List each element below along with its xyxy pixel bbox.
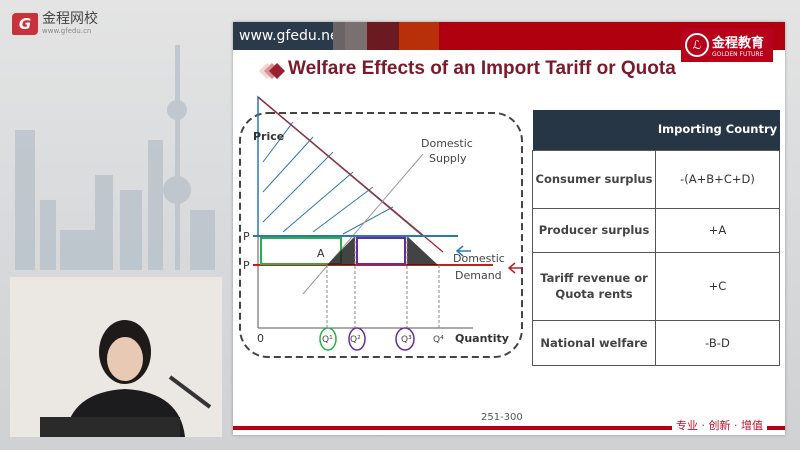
slogan: 专业 · 创新 · 增值 xyxy=(672,417,767,433)
demand-label-line2: Demand xyxy=(455,269,502,282)
row-value: +C xyxy=(655,251,780,321)
supply-label-line1: Domestic xyxy=(421,137,473,150)
row-value: +A xyxy=(655,207,780,253)
presenter-image xyxy=(10,277,222,437)
origin-label: 0 xyxy=(257,332,264,345)
tariff-diagram: Price Quantity 0 Domestic Supply Domesti… xyxy=(239,95,523,358)
area-b-triangle xyxy=(327,236,355,265)
x-axis-label: Quantity xyxy=(455,332,509,345)
area-a-label: A xyxy=(317,247,325,260)
supply-label-line2: Supply xyxy=(429,152,467,165)
webcam-video xyxy=(10,277,222,437)
q4-label: Q⁴ xyxy=(433,335,444,345)
q1-label: Q¹ xyxy=(322,335,333,345)
table-header-blank xyxy=(532,110,656,150)
gf-logo-icon: G xyxy=(12,12,38,35)
world-price-label: P xyxy=(243,259,250,272)
area-c-purple xyxy=(356,237,406,265)
lecture-slide: www.gfedu.net ℒ 金程教育 GOLDEN FUTURE Welfa… xyxy=(233,22,785,435)
brand-en: GOLDEN FUTURE xyxy=(712,51,764,58)
blue-arrow-annotation xyxy=(455,245,471,257)
slide-title: Welfare Effects of an Import Tariff or Q… xyxy=(288,58,676,79)
row-value: -B-D xyxy=(655,319,780,366)
table-row: Producer surplus+A xyxy=(532,207,780,253)
row-label: Producer surplus xyxy=(532,207,656,253)
table-row: Tariff revenue or Quota rents+C xyxy=(532,251,780,321)
tariff-price-label: P xyxy=(243,230,250,243)
table-row: National welfare-B-D xyxy=(532,319,780,366)
row-label: Tariff revenue or Quota rents xyxy=(532,251,656,321)
page-range: 251-300 xyxy=(481,412,523,423)
row-value: -(A+B+C+D) xyxy=(655,149,780,209)
site-url: www.gfedu.net xyxy=(233,22,344,50)
city-skyline-image xyxy=(15,45,215,270)
demand-label-line1: Domestic xyxy=(453,252,505,265)
q2-label: Q² xyxy=(350,335,361,345)
slide-header-bar: www.gfedu.net xyxy=(233,22,785,50)
demand-curve xyxy=(257,96,444,253)
watermark-site: www.gfedu.cn xyxy=(42,27,92,35)
table-row: Consumer surplus-(A+B+C+D) xyxy=(532,149,780,209)
red-arrow-annotation xyxy=(507,262,523,274)
row-label: Consumer surplus xyxy=(532,149,656,209)
welfare-table: Importing Country Consumer surplus-(A+B+… xyxy=(532,110,780,366)
area-d-triangle xyxy=(407,236,438,265)
footer-bar xyxy=(233,426,785,430)
brand-badge: ℒ 金程教育 GOLDEN FUTURE xyxy=(681,28,773,62)
watermark-brand: 金程网校 xyxy=(42,11,98,27)
q3-label: Q³ xyxy=(401,335,412,345)
dashed-frame xyxy=(239,112,523,358)
brand-seal-icon: ℒ xyxy=(685,33,709,57)
y-axis-label: Price xyxy=(253,130,284,143)
row-label: National welfare xyxy=(532,319,656,366)
title-diamonds-icon xyxy=(259,63,285,79)
table-header-importing-country: Importing Country xyxy=(655,110,780,150)
watermark-logo: G 金程网校 www.gfedu.cn xyxy=(12,12,98,35)
supply-curve xyxy=(302,153,424,295)
area-a-green xyxy=(260,237,342,265)
brand-cn: 金程教育 xyxy=(712,36,765,51)
